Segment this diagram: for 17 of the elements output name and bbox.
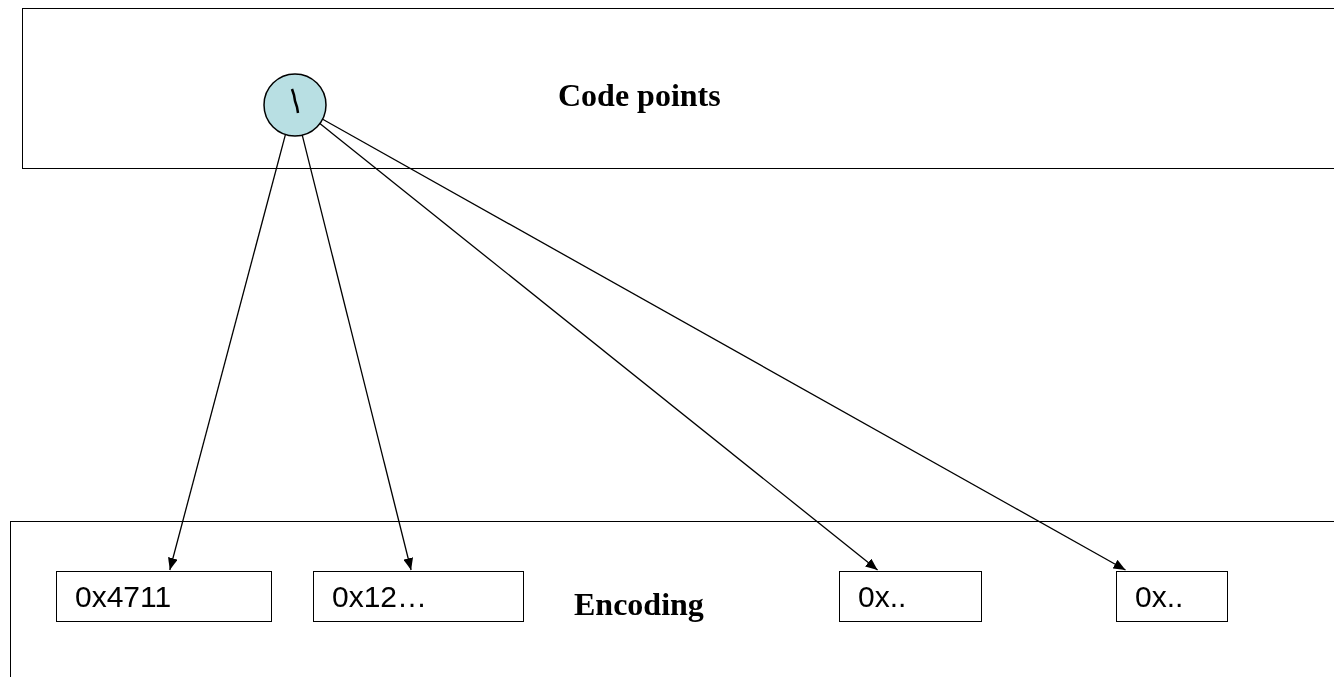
value-box <box>1116 571 1228 622</box>
value-box <box>56 571 272 622</box>
hex-value: 0x4711 <box>74 581 172 612</box>
group-panel <box>10 521 1334 677</box>
value-box <box>313 571 524 622</box>
arrow <box>168 134 286 571</box>
arrow <box>301 134 414 571</box>
value-box <box>839 571 982 622</box>
arrow <box>321 118 1127 571</box>
arrow <box>318 122 879 571</box>
hex-value: 0x12… <box>331 581 428 612</box>
group-panel <box>22 8 1334 169</box>
group-title: Encoding <box>574 585 704 624</box>
hex-value: 0x.. <box>1134 581 1184 612</box>
hex-value: 0x.. <box>857 581 907 612</box>
group-title: Code points <box>558 76 721 115</box>
circle-node <box>263 73 327 137</box>
